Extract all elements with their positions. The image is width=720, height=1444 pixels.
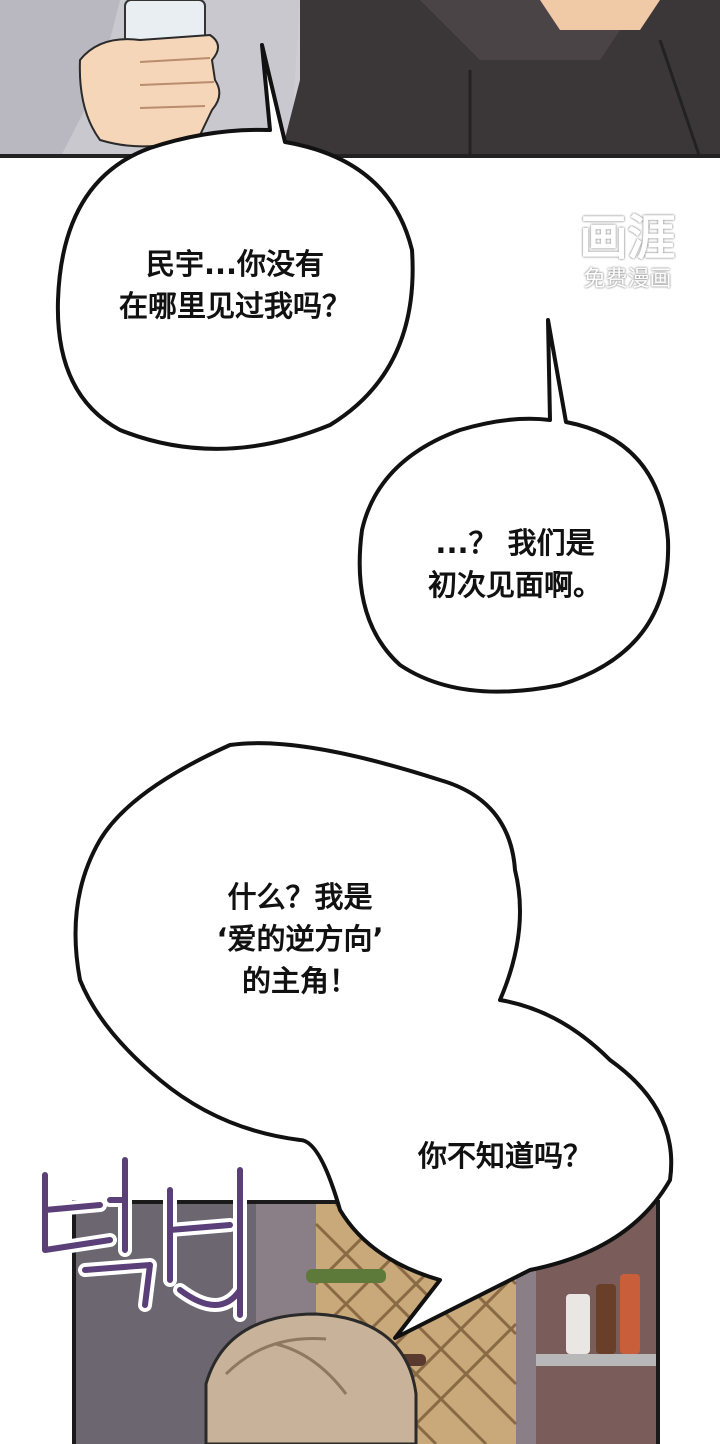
speech-bubble-2-shape: [357, 318, 671, 694]
bubble-2-line-1: ...？ 我们是: [435, 526, 595, 560]
bubble-3-line-1: 什么？我是: [227, 880, 373, 914]
bubble-3-line-3: 的主角！: [241, 964, 358, 998]
top-panel: [0, 0, 720, 158]
bubble-2-text: ...？ 我们是 初次见面啊。: [385, 522, 645, 606]
bubble-1-line-1: 民宇...你没有: [145, 247, 325, 281]
top-panel-art: [0, 0, 720, 158]
bubble-1-line-2: 在哪里见过我吗？: [118, 289, 351, 323]
speech-bubble-3-shape: [73, 741, 674, 1340]
watermark-logo: 画涯: [579, 210, 676, 266]
watermark-text: 免费漫画: [583, 267, 672, 292]
bubble-3-text: 什么？我是 ‘爱的逆方向’ 的主角！: [150, 876, 450, 1002]
sfx-art: [38, 1153, 247, 1322]
watermark: 画涯 免费漫画: [560, 210, 695, 294]
bubble-3-line-2: ‘爱的逆方向’: [216, 922, 384, 956]
bubble-4-line-1: 你不知道吗？: [417, 1139, 592, 1173]
bubble-1-text: 民宇...你没有 在哪里见过我吗？: [80, 243, 390, 327]
speech-bubble-1-shape: [55, 43, 415, 451]
bubble-4-text: 你不知道吗？: [385, 1135, 625, 1177]
bubble-2-line-2: 初次见面啊。: [427, 568, 602, 602]
